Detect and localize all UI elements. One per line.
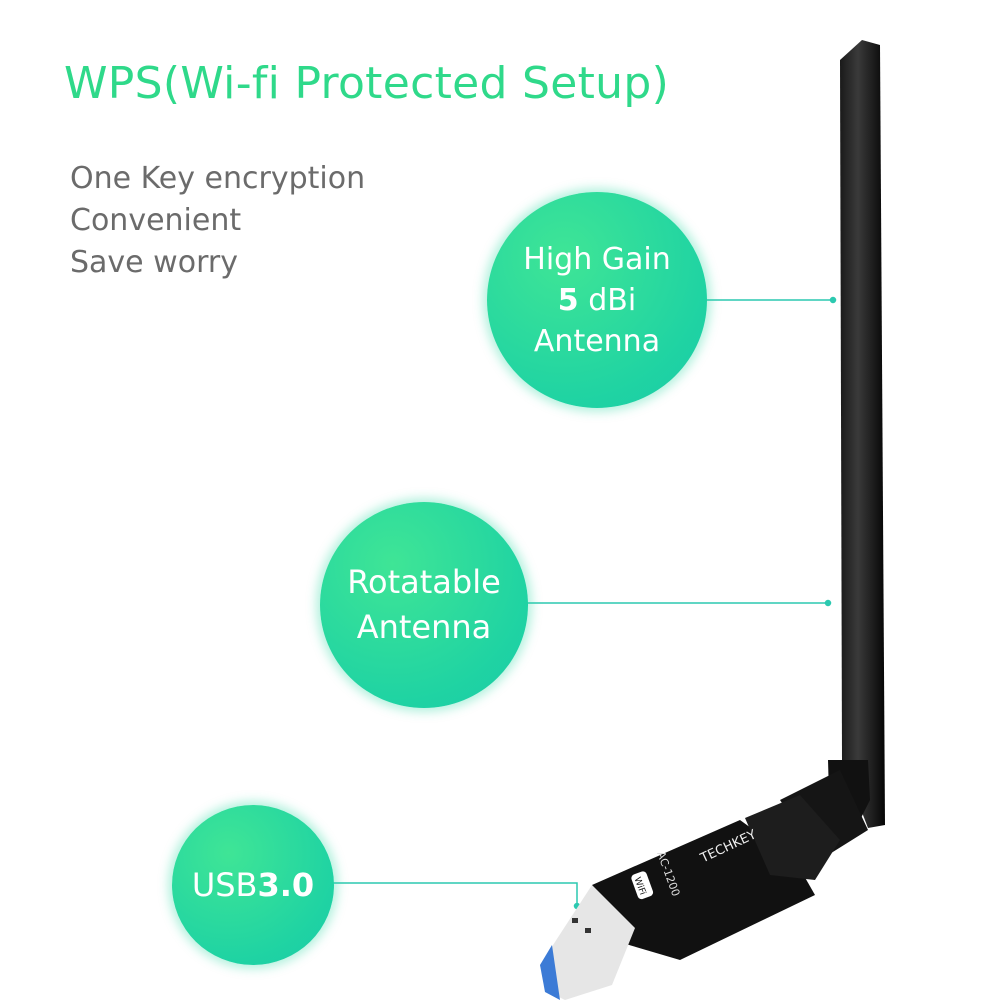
- rotatable-line1: Rotatable: [347, 563, 501, 601]
- feature-item: Save worry: [70, 245, 238, 280]
- page-title: WPS(Wi-fi Protected Setup): [64, 58, 670, 109]
- gain-number: 5: [557, 282, 579, 318]
- usb-prefix: USB: [191, 866, 258, 904]
- callout-lines: [332, 296, 837, 910]
- gain-callout-dot: [829, 296, 837, 304]
- feature-list: One Key encryption Convenient Save worry: [70, 158, 365, 284]
- feature-item: Convenient: [70, 203, 242, 238]
- feature-item: One Key encryption: [70, 161, 366, 196]
- gain-line3: Antenna: [533, 323, 661, 359]
- rotatable-line2: Antenna: [356, 608, 492, 646]
- usb-callout: USB3.0: [172, 805, 334, 965]
- antenna: [780, 40, 885, 860]
- usb-callout-line: [332, 882, 578, 906]
- rotatable-callout-dot: [824, 599, 832, 607]
- usb-dongle: WiFi AC-1200 TECHKEY: [540, 795, 840, 1000]
- gain-unit: dBi: [588, 282, 637, 318]
- gain-callout: High Gain 5 dBi Antenna: [487, 192, 707, 408]
- rotatable-callout: Rotatable Antenna: [320, 502, 528, 708]
- usb-label: USB3.0: [192, 866, 314, 904]
- gain-line1: High Gain: [523, 241, 671, 277]
- gain-line2: 5 dBi: [558, 280, 636, 321]
- usb-version: 3.0: [257, 866, 315, 904]
